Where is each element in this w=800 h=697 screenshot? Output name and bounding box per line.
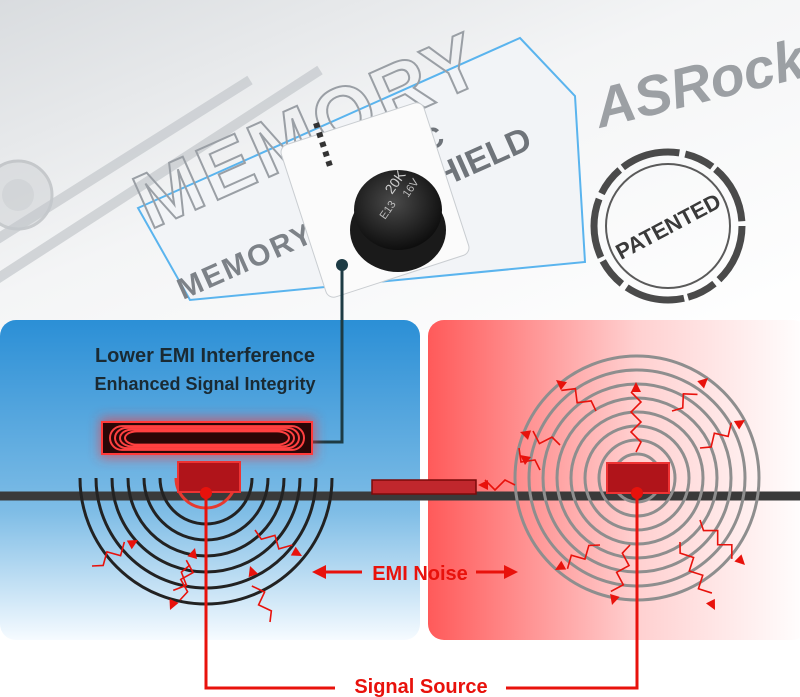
signal-source-dot-left bbox=[200, 487, 212, 499]
shield-field-line bbox=[124, 430, 290, 446]
board-slot-lines bbox=[0, 65, 323, 284]
noise-zigzag bbox=[179, 559, 195, 601]
noise-zigzag bbox=[484, 479, 516, 492]
noise-zigzag bbox=[679, 541, 713, 594]
noise-arrowhead bbox=[610, 593, 620, 605]
noise-arrowhead bbox=[520, 455, 531, 465]
shield-field-lines bbox=[109, 425, 305, 451]
left-panel-subtitle: Enhanced Signal Integrity bbox=[94, 374, 315, 394]
shield-field-line bbox=[119, 428, 295, 448]
noise-zigzag bbox=[532, 430, 561, 446]
noise-zigzag bbox=[91, 541, 126, 567]
shield-field-line bbox=[114, 426, 300, 450]
noise-arrowhead bbox=[697, 378, 708, 389]
noise-zigzag bbox=[172, 564, 191, 592]
noise-arrowhead bbox=[248, 566, 259, 578]
center-component bbox=[371, 479, 477, 495]
noise-zigzag bbox=[699, 422, 733, 449]
signal-source-dot-right bbox=[631, 487, 643, 499]
noise-arrowhead bbox=[631, 382, 641, 392]
noise-zigzag bbox=[671, 392, 698, 412]
capacitor: 20K 16V E13 bbox=[280, 102, 470, 298]
noise-zigzag bbox=[254, 529, 293, 550]
shield-field-line bbox=[109, 425, 305, 451]
signal-chip-left bbox=[177, 461, 241, 493]
noise-arrowhead bbox=[733, 420, 745, 430]
emi-noise-label: EMI Noise bbox=[372, 563, 468, 585]
callout-line bbox=[312, 265, 344, 444]
noise-arrowhead bbox=[734, 554, 745, 565]
noise-arrowhead bbox=[705, 598, 715, 610]
left-panel-title: Lower EMI Interference bbox=[95, 345, 315, 367]
noise-zigzag bbox=[699, 519, 733, 559]
noise-arrowhead bbox=[556, 380, 567, 391]
noise-arrowhead bbox=[126, 540, 138, 550]
emi-noise-arrows bbox=[91, 378, 745, 623]
noise-arrowhead bbox=[520, 430, 532, 440]
noise-arrowhead bbox=[478, 480, 488, 490]
noise-arrowhead bbox=[290, 546, 302, 556]
noise-zigzag bbox=[610, 544, 631, 593]
noise-zigzag bbox=[251, 585, 273, 623]
noise-arrowhead bbox=[555, 560, 567, 570]
signal-source-connector bbox=[204, 493, 639, 690]
emi-noise-callout bbox=[312, 565, 518, 579]
noise-arrowhead bbox=[187, 548, 198, 559]
signal-source-label: Signal Source bbox=[354, 676, 487, 697]
noise-zigzag bbox=[561, 387, 597, 412]
noise-zigzag bbox=[566, 544, 601, 570]
noise-arrowhead bbox=[169, 598, 179, 610]
noise-zigzag bbox=[629, 391, 643, 453]
